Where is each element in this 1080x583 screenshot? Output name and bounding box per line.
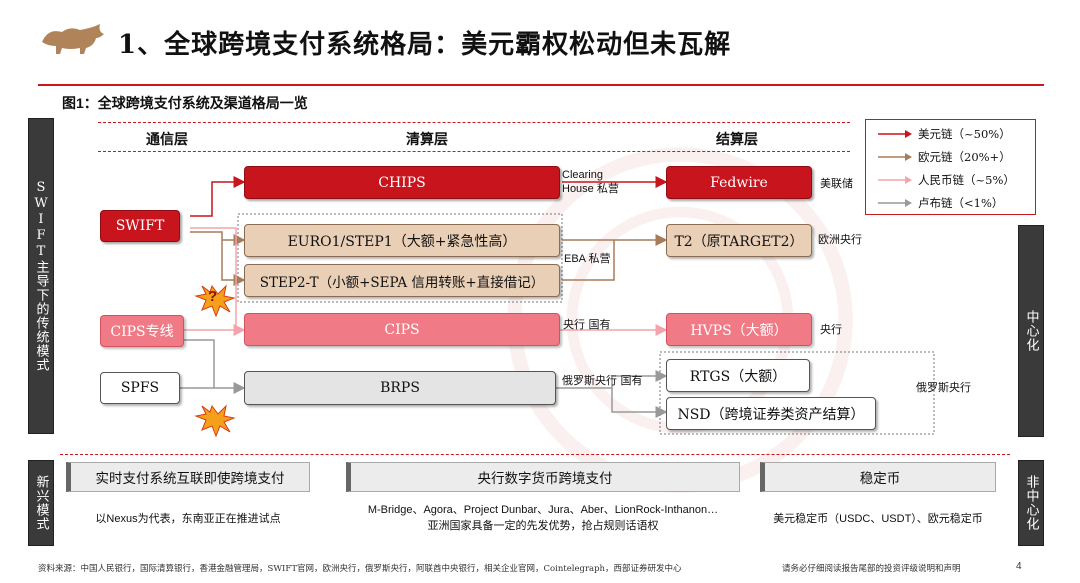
owner-fed: 美联储	[820, 177, 853, 190]
new-model-rtp-box: 实时支付系统互联即使跨境支付	[66, 462, 310, 492]
page-number: 4	[1016, 561, 1022, 572]
layer-bottom-dashline	[98, 151, 850, 152]
node-hvps: HVPS（大额）	[666, 313, 812, 346]
legend-item-rub: 卢布链（<1%）	[878, 195, 1003, 211]
footer-source: 资料来源：中国人民银行，国际清算银行，香港金融管理局，SWIFT官网，欧洲央行，…	[38, 564, 682, 574]
edge-label-eba: EBA 私营	[564, 253, 611, 265]
question-mark: ?	[208, 288, 218, 305]
sidebar-decentralized-label: 非中心化	[1023, 475, 1039, 531]
sidebar-emerging: 新兴模式	[28, 460, 54, 546]
new-model-rtp-desc: 以Nexus为代表，东南亚正在推进试点	[95, 513, 281, 525]
section-divider	[60, 454, 1010, 455]
bull-logo-icon	[42, 24, 104, 54]
russia-settlement-group	[659, 351, 935, 435]
new-model-cbdc-box: 央行数字货币跨境支付	[346, 462, 740, 492]
node-euro1: EURO1/STEP1（大额+紧急性高）	[244, 224, 560, 257]
sidebar-decentralized: 非中心化	[1018, 460, 1044, 546]
owner-russia: 俄罗斯央行	[916, 381, 971, 394]
legend: 美元链（~50%） 欧元链（20%+） 人民币链（~5%） 卢布链（<1%）	[865, 119, 1036, 215]
layer-clearing: 清算层	[406, 132, 448, 148]
node-chips: CHIPS	[244, 166, 560, 199]
figure-title: 图1：全球跨境支付系统及渠道格局一览	[62, 95, 308, 111]
new-model-stablecoin-desc: 美元稳定币（USDC、USDT）、欧元稳定币	[773, 513, 983, 525]
legend-label-cny: 人民币链（~5%）	[918, 173, 1015, 187]
edge-label-russia: 俄罗斯央行 国有	[562, 374, 643, 387]
new-model-rtp-title: 实时支付系统互联即使跨境支付	[95, 471, 285, 487]
sidebar-centralized-label: 中心化	[1023, 310, 1039, 352]
legend-label-usd: 美元链（~50%）	[918, 127, 1011, 141]
node-spfs: SPFS	[100, 372, 180, 404]
edge-label-clearing-house-1: Clearing	[562, 169, 603, 181]
node-cips: CIPS	[244, 313, 560, 346]
new-model-cbdc-title: 央行数字货币跨境支付	[477, 471, 613, 487]
usd-arrow-icon	[878, 130, 912, 138]
footer-disclaimer: 请务必仔细阅读报告尾部的投资评级说明和声明	[782, 564, 961, 574]
page-title: 1、全球跨境支付系统格局：美元霸权松动但未瓦解	[118, 30, 732, 60]
rub-arrow-icon	[878, 199, 912, 207]
legend-item-usd: 美元链（~50%）	[878, 126, 1011, 142]
layer-communication: 通信层	[146, 132, 188, 148]
sidebar-centralized: 中心化	[1018, 225, 1044, 437]
eur-arrow-icon	[878, 153, 912, 161]
conflict-burst-icon-2	[194, 404, 236, 438]
new-model-stablecoin-title: 稳定币	[859, 471, 901, 487]
sidebar-swift-label: SWIFT主导下的传统模式	[33, 180, 49, 372]
legend-label-eur: 欧元链（20%+）	[918, 150, 1011, 164]
new-model-stablecoin-box: 稳定币	[760, 462, 996, 492]
edge-label-pboc: 央行 国有	[563, 318, 611, 331]
new-model-cbdc-desc-1: M-Bridge、Agora、Project Dunbar、Jura、Aber、…	[367, 504, 719, 516]
node-swift: SWIFT	[100, 210, 180, 242]
cny-arrow-icon	[878, 176, 912, 184]
node-step2: STEP2-T（小额+SEPA 信用转账+直接借记）	[244, 264, 560, 297]
new-model-cbdc-desc-2: 亚洲国家具备一定的先发优势，抢占规则话语权	[427, 519, 659, 532]
sidebar-emerging-label: 新兴模式	[33, 475, 49, 531]
edge-label-clearing-house-2: House 私营	[562, 183, 619, 195]
sidebar-swift-traditional: SWIFT主导下的传统模式	[28, 118, 54, 434]
layer-settlement: 结算层	[716, 132, 758, 148]
layer-top-dashline	[98, 122, 850, 123]
node-t2: T2（原TARGET2）	[666, 224, 812, 257]
legend-label-rub: 卢布链（<1%）	[918, 196, 1004, 210]
node-fedwire: Fedwire	[666, 166, 812, 199]
node-nsd: NSD（跨境证券类资产结算）	[666, 397, 876, 430]
owner-ecb: 欧洲央行	[818, 233, 862, 246]
owner-pboc: 央行	[820, 323, 842, 336]
eur-clearing-group	[237, 213, 563, 303]
node-cips-line: CIPS专线	[100, 315, 184, 347]
conflict-burst-icon	[194, 284, 236, 318]
legend-item-eur: 欧元链（20%+）	[878, 149, 1011, 165]
title-divider	[38, 84, 1044, 86]
node-rtgs: RTGS（大额）	[666, 359, 810, 392]
legend-item-cny: 人民币链（~5%）	[878, 172, 1015, 188]
node-brps: BRPS	[244, 371, 556, 405]
